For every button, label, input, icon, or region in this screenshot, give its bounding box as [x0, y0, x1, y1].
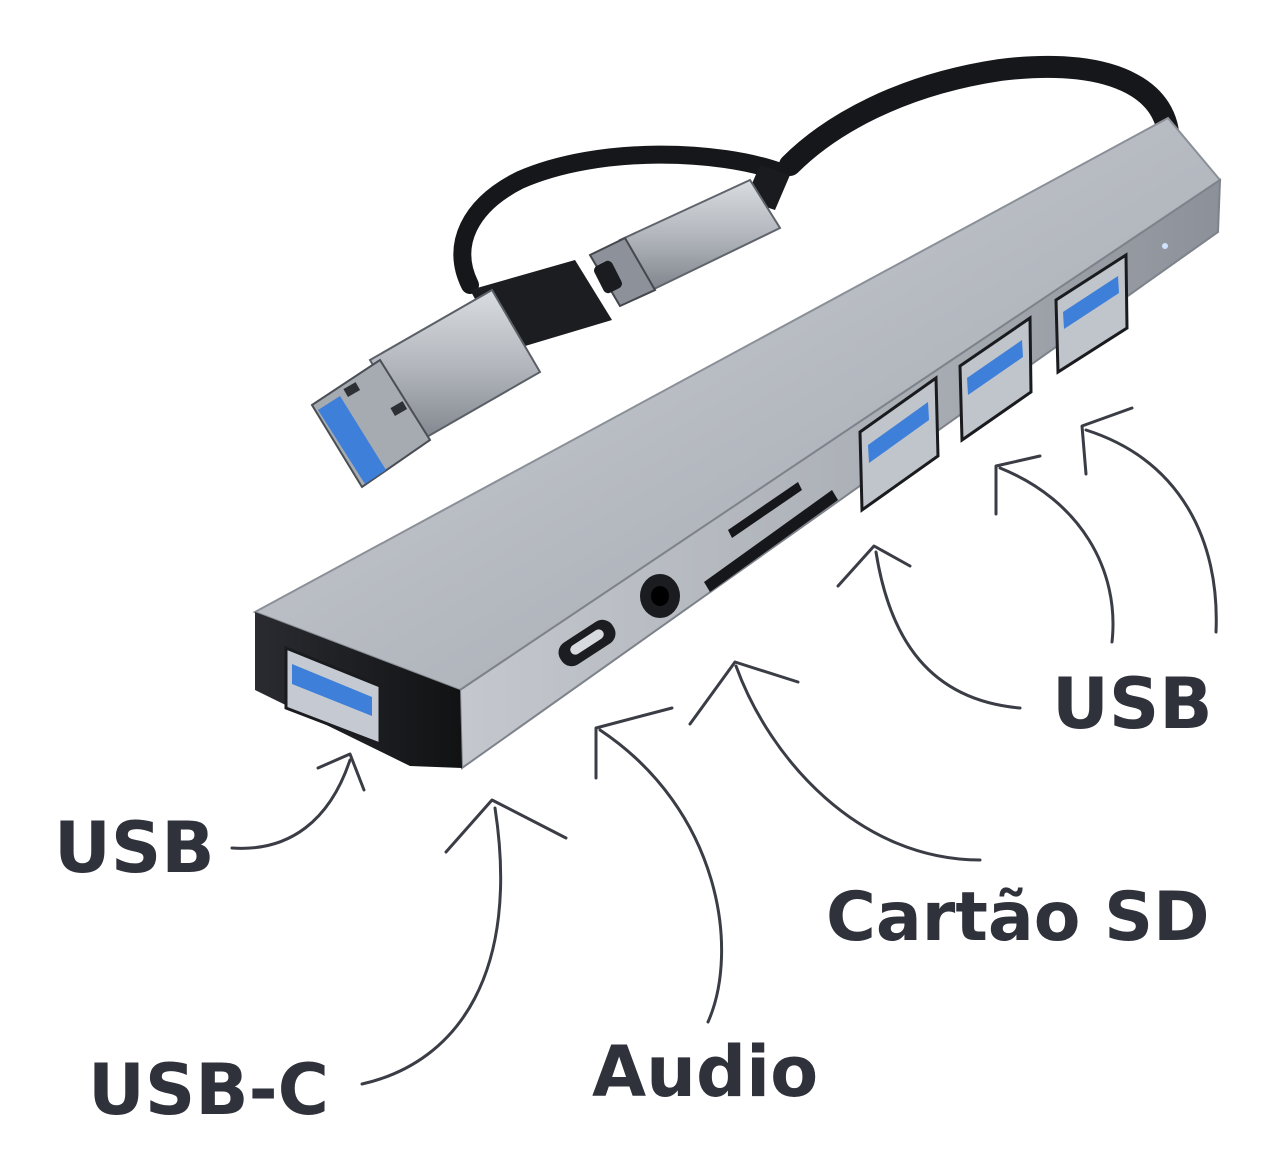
sd-card-slot-icon	[704, 482, 838, 592]
usb-c-port-icon	[558, 619, 616, 667]
arrow-icon	[230, 406, 1218, 1086]
audio-jack-icon	[640, 574, 680, 618]
label-usb-left: USB	[54, 807, 215, 889]
usb-a-plug-icon	[310, 260, 612, 489]
label-audio: Audio	[592, 1031, 818, 1113]
usb-a-port-icon	[284, 645, 382, 747]
usb-a-port-icon	[1054, 252, 1129, 375]
label-usb-c: USB-C	[88, 1049, 329, 1131]
usb-a-port-icon	[858, 375, 940, 513]
cable	[453, 55, 1180, 294]
usb-c-plug-icon	[588, 165, 790, 308]
label-sd-card: Cartão SD	[826, 878, 1210, 957]
usb-a-port-icon	[958, 315, 1033, 443]
label-usb-right: USB	[1052, 663, 1213, 745]
